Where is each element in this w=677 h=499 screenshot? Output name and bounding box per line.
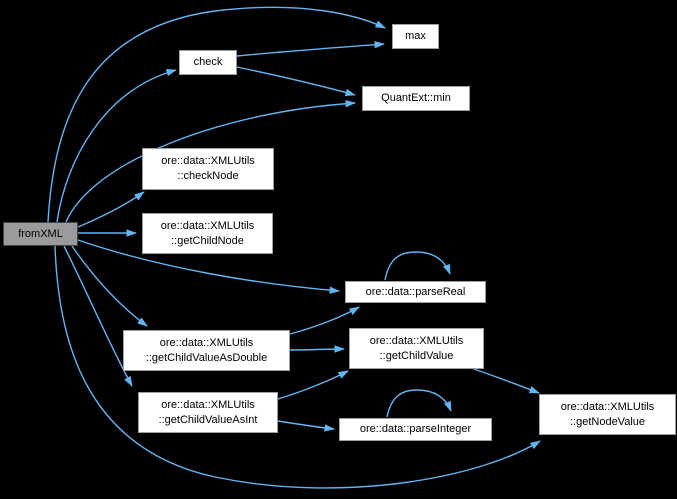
node-ore-data-parseinteger[interactable]: ore::data::parseInteger bbox=[339, 418, 492, 441]
node-label: QuantExt::min bbox=[381, 92, 451, 104]
edge-getchildvalueasint-parseinteger bbox=[277, 420, 335, 432]
edge-fromxml-checknode bbox=[77, 191, 145, 228]
node-label: ore::data::XMLUtils bbox=[369, 334, 464, 347]
node-label: ore::data::XMLUtils bbox=[159, 336, 254, 349]
node-label: ore::data::parseReal bbox=[365, 285, 466, 298]
node-check[interactable]: check bbox=[179, 50, 237, 75]
edge-getchildvalueasdouble-parsereal bbox=[289, 306, 360, 335]
node-ore-data-xmlutils-getchildvalueasdouble[interactable]: ore::data::XMLUtils ::getChildValueAsDou… bbox=[123, 330, 290, 371]
edge-getchildvalueasdouble-getchildvalue bbox=[289, 345, 345, 353]
node-label: ore::data::XMLUtils bbox=[161, 398, 255, 411]
node-ore-data-xmlutils-checknode[interactable]: ore::data::XMLUtils ::checkNode bbox=[142, 148, 274, 190]
node-max[interactable]: max bbox=[392, 24, 439, 49]
node-ore-data-xmlutils-getnodevalue[interactable]: ore::data::XMLUtils ::getNodeValue bbox=[539, 394, 676, 435]
node-quantext-min[interactable]: QuantExt::min bbox=[362, 86, 470, 111]
edge-fromxml-parsereal bbox=[77, 239, 340, 294]
edge-check-max bbox=[236, 41, 385, 57]
node-label: check bbox=[193, 56, 223, 68]
node-ore-data-xmlutils-getchildnode[interactable]: ore::data::XMLUtils ::getChildNode bbox=[142, 213, 273, 254]
node-label: ore::data::XMLUtils bbox=[560, 400, 655, 413]
node-label: ::getChildValueAsInt bbox=[158, 413, 258, 426]
node-ore-data-xmlutils-getchildvalue[interactable]: ore::data::XMLUtils ::getChildValue bbox=[349, 328, 484, 369]
node-label: max bbox=[405, 30, 426, 42]
node-label: ore::data::XMLUtils bbox=[161, 155, 255, 167]
node-label: ore::data::parseInteger bbox=[359, 423, 472, 435]
node-ore-data-parsereal[interactable]: ore::data::parseReal bbox=[345, 281, 486, 303]
edge-fromxml-max bbox=[47, 6, 386, 223]
node-fromxml: fromXML bbox=[3, 222, 78, 246]
node-label: ::checkNode bbox=[177, 170, 239, 182]
node-label: fromXML bbox=[18, 227, 63, 240]
edge-check-min bbox=[236, 66, 356, 97]
edge-fromxml-getnodevalue bbox=[54, 245, 541, 489]
edge-parseinteger-self-loop bbox=[386, 389, 452, 418]
edge-fromxml-getchildvalueasint bbox=[63, 245, 133, 387]
node-label: ::getChildNode bbox=[171, 234, 244, 247]
edge-getchildvalue-getnodevalue bbox=[473, 368, 540, 394]
edge-parsereal-self-loop bbox=[384, 251, 451, 281]
edge-fromxml-min bbox=[65, 99, 356, 223]
node-label: ::getChildValue bbox=[379, 349, 454, 362]
node-label: ore::data::XMLUtils bbox=[160, 219, 255, 232]
node-ore-data-xmlutils-getchildvalueasint[interactable]: ore::data::XMLUtils ::getChildValueAsInt bbox=[138, 392, 278, 433]
edge-fromxml-check bbox=[56, 68, 177, 223]
edge-fromxml-getchildvalueasdouble bbox=[71, 245, 148, 327]
node-label: ::getChildValueAsDouble bbox=[145, 351, 268, 364]
node-label: ::getNodeValue bbox=[569, 415, 646, 428]
edge-getchildvalueasint-getchildvalue bbox=[277, 370, 349, 400]
